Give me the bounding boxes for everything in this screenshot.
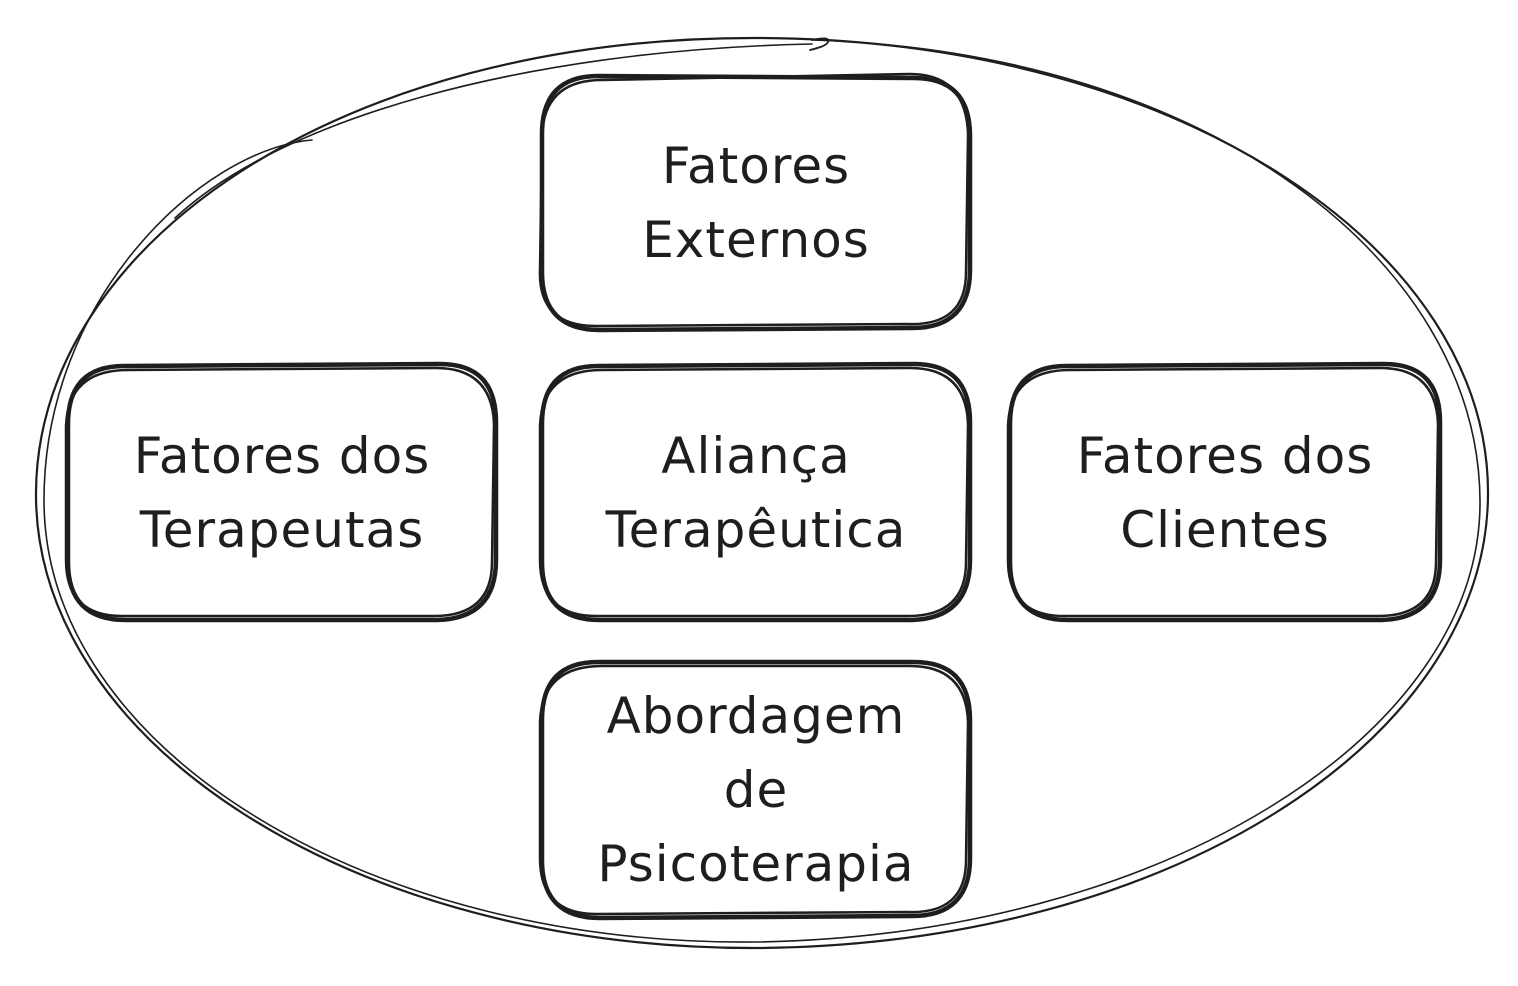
label-line: Abordagem [606,687,906,745]
label-fatores-dos-clientes: Fatores dos Clientes [1010,366,1440,620]
label-line: Fatores dos [1076,427,1374,485]
box-terapeutas-stroke-2 [64,366,496,618]
box-terapeutas [64,361,499,623]
node-boxes [64,72,1443,921]
label-line: Terapeutas [139,501,425,559]
outer-ellipse-stroke-2 [43,39,1481,943]
outer-ellipse-stroke-1 [34,36,1490,950]
box-externos [538,72,973,333]
label-line: Externos [642,211,870,269]
label-line: de [723,761,789,819]
label-line: Terapêutica [605,501,907,559]
box-clientes-stroke-2 [1006,366,1440,618]
box-abordagem-stroke-2 [538,664,970,916]
label-line: Aliança [661,427,851,485]
label-line: Fatores [661,137,851,195]
label-alianca-terapeutica: Aliança Terapêutica [542,366,970,620]
label-line: Psicoterapia [597,835,915,893]
outer-ellipse-flick [809,37,830,51]
outer-ellipse [34,36,1490,950]
label-abordagem-de-psicoterapia: Abordagem de Psicoterapia [542,662,970,918]
label-line: Fatores dos [133,427,431,485]
label-line: Clientes [1120,501,1330,559]
label-fatores-dos-terapeutas: Fatores dos Terapeutas [68,366,496,620]
box-alianca-stroke-2 [538,366,970,618]
outer-ellipse-stroke-3 [174,43,813,219]
box-abordagem [538,659,973,921]
box-externos-stroke-1 [539,73,973,333]
label-fatores-externos: Fatores Externos [542,76,970,330]
box-alianca [538,361,973,623]
box-externos-stroke-2 [538,72,970,328]
box-clientes [1006,361,1443,623]
